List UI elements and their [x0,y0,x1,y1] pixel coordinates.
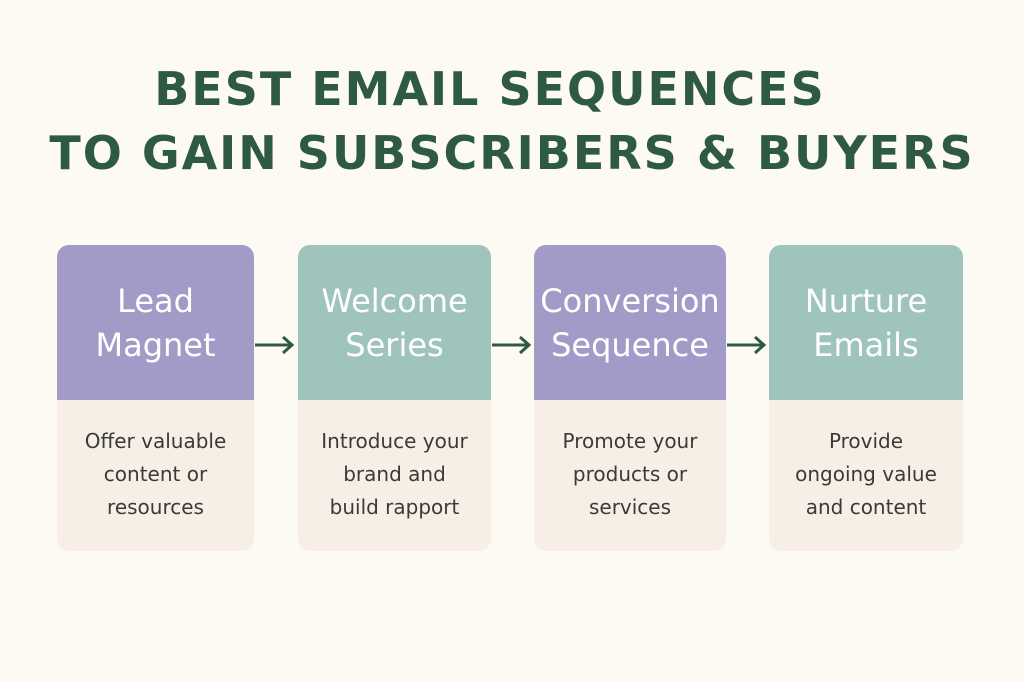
description-line: brand and [343,462,446,486]
step-title-line: Magnet [95,325,216,364]
step-title-line: Emails [813,325,919,364]
step-title-line: Lead [117,281,194,320]
description-line: Promote your [562,429,698,453]
step-title-line: Conversion [540,281,720,320]
description-line: Provide [828,429,904,453]
step-description: Offer valuable content or resources [57,400,254,524]
step-header: Lead Magnet [57,245,254,400]
description-line: Offer valuable [84,429,227,453]
step-card-welcome-series: Welcome Series Introduce your brand and … [298,245,491,551]
step-title-line: Welcome [321,281,468,320]
step-card-nurture-emails: Nurture Emails Provide ongoing value and… [769,245,963,551]
step-title-line: Nurture [804,281,928,320]
step-description: Promote your products or services [534,400,726,524]
step-title-line: Series [345,325,444,364]
arrow-right-icon [255,335,295,355]
description-line: services [588,495,672,519]
step-card-conversion-sequence: Conversion Sequence Promote your product… [534,245,726,551]
description-line: Introduce your [321,429,468,453]
step-description: Provide ongoing value and content [769,400,963,524]
step-header: Nurture Emails [769,245,963,400]
description-line: and content [805,495,927,519]
description-line: ongoing value [795,462,937,486]
step-header: Welcome Series [298,245,491,400]
step-title-line: Sequence [551,325,709,364]
description-line: content or [103,462,208,486]
step-card-lead-magnet: Lead Magnet Offer valuable content or re… [57,245,254,551]
arrow-right-icon [492,335,532,355]
step-description: Introduce your brand and build rapport [298,400,491,524]
step-header: Conversion Sequence [534,245,726,400]
description-line: products or [572,462,688,486]
title-line-2: TO GAIN SUBSCRIBERS & BUYERS [49,126,975,180]
title-line-1: BEST EMAIL SEQUENCES [154,62,826,116]
description-line: build rapport [329,495,460,519]
arrow-right-icon [727,335,767,355]
description-line: resources [107,495,204,519]
